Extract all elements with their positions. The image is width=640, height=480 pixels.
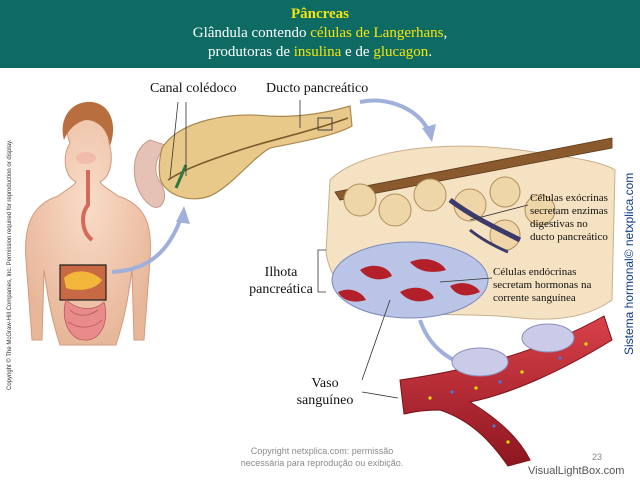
- label-canal-coledoco: Canal colédoco: [150, 81, 237, 96]
- arrow-head-icon: [422, 124, 436, 142]
- slide-title: Pâncreas: [290, 6, 350, 22]
- label-line: Células exócrinas: [530, 192, 608, 204]
- label-line: Vaso: [311, 376, 339, 391]
- label-line: ducto pancreático: [530, 231, 608, 243]
- side-site-text: Sistema hormonal© netxplica.com: [622, 172, 636, 355]
- highlight-glucagon: glucagon: [373, 44, 429, 60]
- islet-bracket: [317, 249, 326, 293]
- subtitle-line-2: produtoras de insulina e de glucagon.: [0, 44, 640, 61]
- pancreatic-tissue: [325, 137, 616, 320]
- subtitle-text: produtoras de: [207, 44, 294, 60]
- side-site-credit: Sistema hormonal© netxplica.com: [618, 165, 640, 355]
- label-line: pancreática: [249, 282, 313, 297]
- label-vaso-sanguineo: Vaso sanguíneo: [292, 375, 358, 409]
- leader-exocrinas: [469, 204, 529, 221]
- side-copyright: Copyright © The McGraw-Hill Companies, I…: [0, 100, 14, 390]
- label-ilhota-pancreatica: Ilhota pancreática: [248, 264, 314, 298]
- label-line: sanguíneo: [296, 393, 354, 408]
- leader-endocrinas: [439, 277, 493, 283]
- label-celulas-exocrinas: Células exócrinas secretam enzimas diges…: [530, 192, 620, 244]
- footer-copyright: Copyright netxplica.com: permissão neces…: [222, 445, 422, 469]
- subtitle-text: ,: [443, 25, 448, 41]
- duodenum: [133, 139, 170, 208]
- footer-copyright-line: Copyright netxplica.com: permissão: [250, 446, 394, 456]
- arrow-body-to-pancreas: [111, 214, 184, 274]
- watermark-link[interactable]: VisualLightBox.com: [528, 465, 625, 477]
- leader-canal: [169, 101, 179, 179]
- label-line: digestivas no: [530, 218, 588, 230]
- label-line: secretam hormonas na: [493, 279, 592, 291]
- label-line: secretam enzimas: [530, 205, 608, 217]
- arrow-pancreas-to-tissue: [359, 98, 430, 131]
- subtitle-text: e de: [341, 44, 374, 60]
- side-copyright-text: Copyright © The McGraw-Hill Companies, I…: [7, 139, 13, 390]
- leader-vaso: [361, 299, 391, 381]
- label-line: corrente sanguínea: [493, 292, 576, 304]
- blood-vessel: [399, 315, 613, 467]
- leader-vaso-2: [361, 391, 399, 399]
- page-number: 23: [592, 452, 603, 462]
- pancreas-organ: [158, 105, 353, 200]
- subtitle-line-1: Glândula contendo células de Langerhans,: [0, 25, 640, 42]
- subtitle-text: Glândula contendo: [192, 25, 311, 41]
- highlight-insulina: insulina: [293, 44, 342, 60]
- slide-header: Pâncreas Glândula contendo células de La…: [0, 0, 640, 68]
- footer-copyright-line: necessária para reprodução ou exibição.: [240, 458, 404, 468]
- label-line: Ilhota: [264, 265, 298, 280]
- human-figure: [25, 101, 152, 346]
- subtitle-text: .: [428, 44, 433, 60]
- highlight-langerhans: células de Langerhans: [310, 25, 444, 41]
- label-ducto-pancreatico: Ducto pancreático: [266, 81, 369, 96]
- label-celulas-endocrinas: Células endócrinas secretam hormonas na …: [493, 266, 605, 305]
- label-line: Células endócrinas: [493, 266, 577, 278]
- arrow-head-icon: [176, 206, 190, 224]
